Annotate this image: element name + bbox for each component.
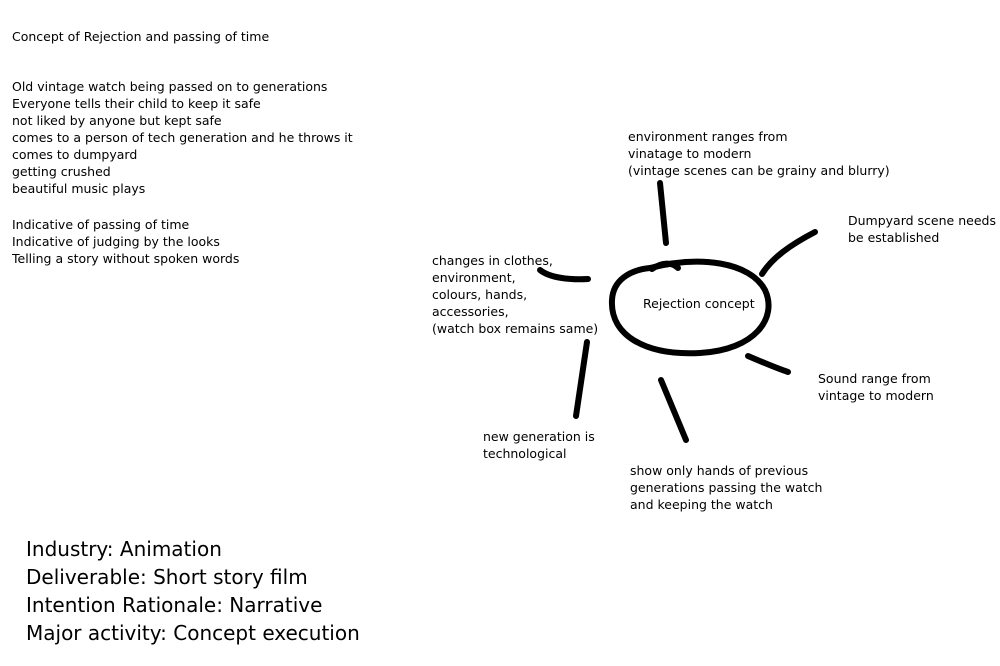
story-line: comes to dumpyard — [12, 147, 138, 162]
theme-line: Indicative of passing of time — [12, 217, 190, 232]
story-outline: Old vintage watch being passed on to gen… — [12, 78, 353, 197]
project-meta: Industry: Animation Deliverable: Short s… — [26, 535, 360, 647]
page-title: Concept of Rejection and passing of time — [12, 29, 270, 44]
branch-environment: environment ranges from vinatage to mode… — [628, 129, 890, 178]
connector-dumpyard — [759, 229, 818, 277]
story-line: not liked by anyone but kept safe — [12, 113, 222, 128]
connector-changes — [537, 267, 591, 283]
story-line: Everyone tells their child to keep it sa… — [12, 96, 261, 111]
theme-line: Indicative of judging by the looks — [12, 234, 220, 249]
center-scribble — [649, 260, 681, 272]
connector-environment — [657, 180, 669, 246]
story-line: Old vintage watch being passed on to gen… — [12, 79, 328, 94]
meta-industry: Industry: Animation — [26, 537, 222, 561]
meta-deliverable: Deliverable: Short story film — [26, 565, 308, 589]
center-ellipse — [608, 258, 772, 357]
meta-activity: Major activity: Concept execution — [26, 621, 360, 645]
theme-line: Telling a story without spoken words — [12, 251, 240, 266]
branch-hands: show only hands of previous generations … — [630, 463, 823, 512]
connector-new-generation — [573, 339, 590, 419]
branch-sound: Sound range from vintage to modern — [818, 371, 934, 403]
theme-notes: Indicative of passing of time Indicative… — [12, 216, 239, 267]
story-line: beautiful music plays — [12, 181, 146, 196]
connector-sound — [745, 353, 791, 375]
connector-hands — [658, 377, 689, 443]
branch-new-generation: new generation is technological — [483, 429, 595, 461]
branch-changes: changes in clothes, environment, colours… — [432, 253, 599, 336]
story-line: comes to a person of tech generation and… — [12, 130, 353, 145]
center-node-label: Rejection concept — [643, 296, 755, 311]
story-line: getting crushed — [12, 164, 111, 179]
meta-intention: Intention Rationale: Narrative — [26, 593, 323, 617]
branch-dumpyard: Dumpyard scene needs to be established — [848, 213, 1000, 245]
